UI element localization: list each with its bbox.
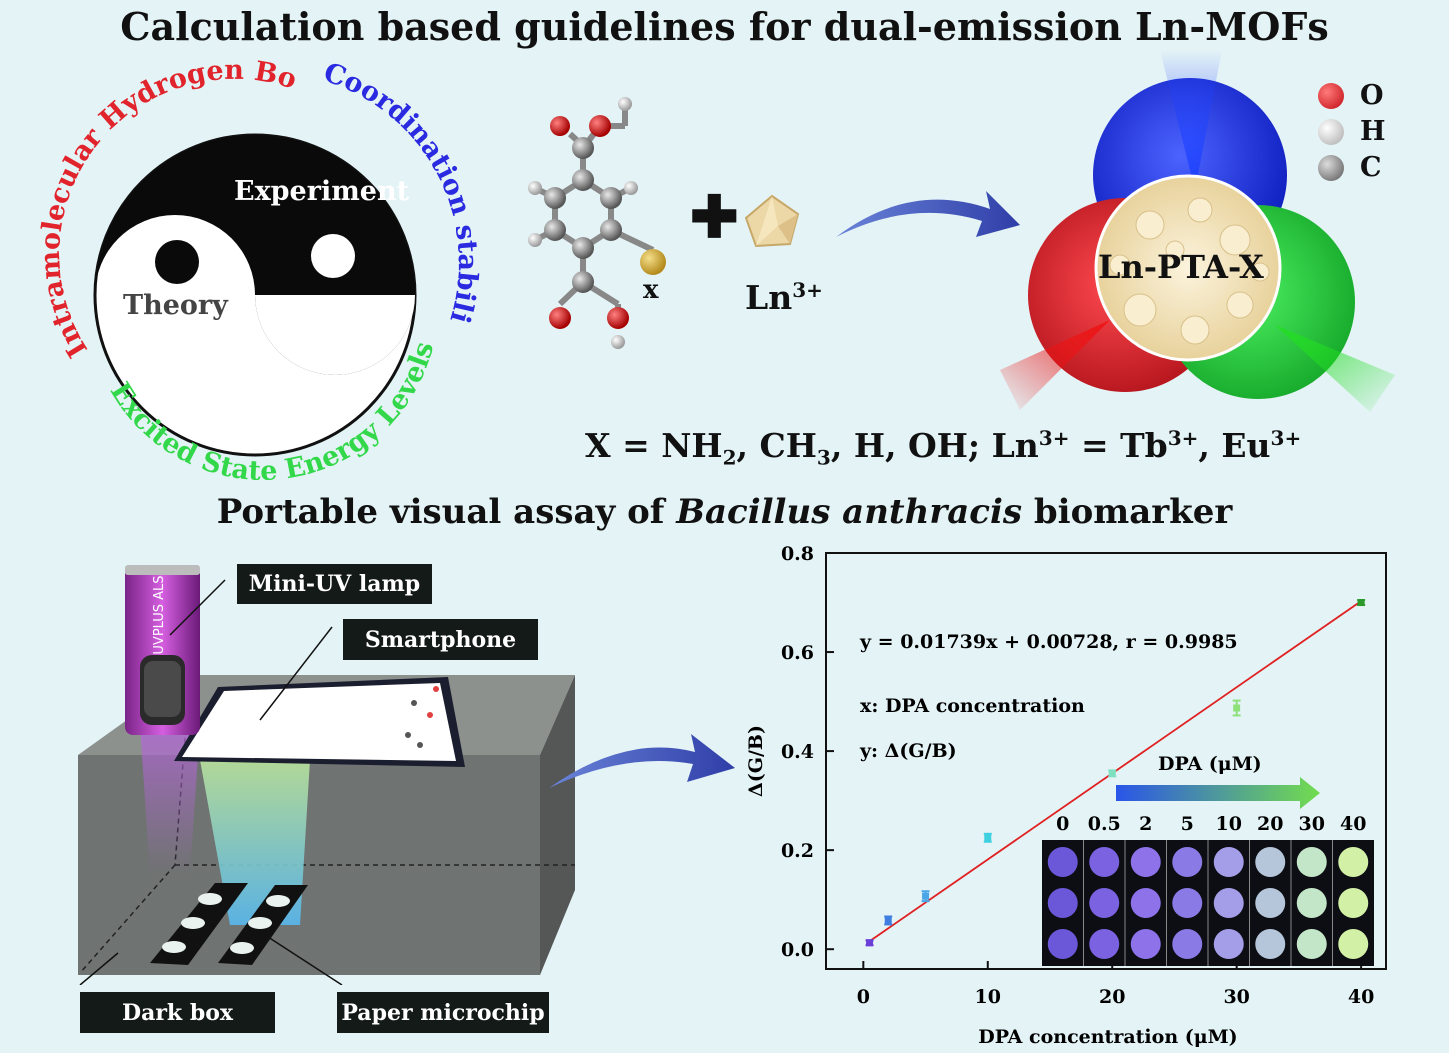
- x-tick-label: 0: [857, 986, 870, 1008]
- inset-spot: [1047, 888, 1078, 918]
- inset-spot: [1172, 888, 1203, 918]
- data-point: [1233, 704, 1241, 712]
- inset-column-label: 2: [1139, 813, 1152, 835]
- theory-label: Theory: [123, 290, 228, 321]
- inset-column-label: 10: [1216, 813, 1242, 835]
- yinyang-diagram: Intramolecular Hydrogen Bond Coordinatio…: [40, 50, 480, 480]
- bottom-title: Portable visual assay of Bacillus anthra…: [216, 492, 1233, 532]
- inset-spot: [1338, 929, 1369, 959]
- x-axis-label: DPA concentration (μM): [978, 1026, 1237, 1048]
- inset-spot: [1047, 847, 1078, 877]
- x-tick-label: 10: [975, 986, 1001, 1008]
- ln-mof-diagram: [1000, 50, 1395, 412]
- reaction-arrow: [836, 191, 1020, 237]
- data-point: [866, 939, 874, 947]
- inset-spot: [1172, 847, 1203, 877]
- mof-name-label: Ln-PTA-X: [1098, 248, 1264, 286]
- inset-spot: [1130, 929, 1161, 959]
- y-definition: y: Δ(G/B): [859, 740, 957, 762]
- svg-text:UVPLUS ALS: UVPLUS ALS: [152, 575, 167, 654]
- inset-spot: [1089, 929, 1120, 959]
- x-tick-label: 30: [1223, 986, 1249, 1008]
- oxygen-ball-icon: [1318, 82, 1344, 109]
- substituent-formula: X = NH2, CH3, H, OH; Ln3+ = Tb3+, Eu3+: [585, 426, 1302, 470]
- yinyang-light-dot: [311, 234, 355, 278]
- result-arrow: [549, 734, 735, 788]
- ln-polyhedron: [744, 194, 800, 248]
- dark-box-setup: UVPLUS ALS: [78, 565, 575, 985]
- inset-spot: [1047, 929, 1078, 959]
- inset-spot: [1172, 929, 1203, 959]
- y-tick-label: 0.8: [781, 543, 814, 565]
- x-substituent-label: x: [643, 275, 659, 305]
- inset-spot: [1296, 847, 1327, 877]
- atom-legend-c: C: [1318, 152, 1382, 183]
- y-tick-label: 0.6: [781, 642, 814, 664]
- experiment-label: Experiment: [234, 176, 410, 207]
- inset-spot: [1338, 847, 1369, 877]
- inset-spot: [1089, 847, 1120, 877]
- atom-legend-o: O: [1318, 80, 1384, 111]
- data-point: [984, 834, 992, 842]
- pta-molecule: [528, 97, 666, 349]
- dpa-arrow-label: DPA (μM): [1158, 753, 1262, 775]
- inset-spot: [1213, 847, 1244, 877]
- inset-spot: [1255, 888, 1286, 918]
- mini-uv-lamp-label: Mini-UV lamp: [237, 564, 432, 604]
- inset-spot: [1213, 888, 1244, 918]
- paper-microchip-label: Paper microchip: [337, 992, 549, 1033]
- y-axis-label: Δ(G/B): [745, 725, 767, 797]
- data-point: [884, 916, 892, 924]
- inset-spot: [1130, 888, 1161, 918]
- data-point: [922, 892, 930, 900]
- data-point: [1357, 599, 1365, 607]
- x-definition: x: DPA concentration: [860, 695, 1085, 717]
- ln-ion-label: Ln3+: [745, 278, 823, 317]
- smartphone-label: Smartphone: [343, 619, 538, 660]
- hydrogen-ball-icon: [1318, 118, 1344, 145]
- x-tick-label: 20: [1099, 986, 1125, 1008]
- inset-spot: [1130, 847, 1161, 877]
- inset-column-label: 5: [1181, 813, 1194, 835]
- plus-sign: ✚: [690, 183, 739, 251]
- dpa-gradient-arrow: [1116, 777, 1320, 809]
- plot-frame: [825, 552, 1387, 970]
- dark-box-label: Dark box: [80, 992, 275, 1033]
- y-tick-label: 0.0: [781, 939, 814, 961]
- inset-spot: [1296, 888, 1327, 918]
- inset-column-label: 30: [1299, 813, 1325, 835]
- fit-equation: y = 0.01739x + 0.00728, r = 0.9985: [859, 631, 1238, 653]
- y-tick-label: 0.4: [781, 741, 814, 763]
- inset-spot: [1296, 929, 1327, 959]
- inset-column-label: 0.5: [1088, 813, 1121, 835]
- inset-column-label: 20: [1257, 813, 1283, 835]
- inset-column-label: 40: [1340, 813, 1366, 835]
- inset-spot: [1089, 888, 1120, 918]
- carbon-ball-icon: [1318, 154, 1344, 181]
- inset-spot: [1255, 847, 1286, 877]
- data-point: [1108, 769, 1116, 777]
- inset-spot: [1338, 888, 1369, 918]
- x-tick-label: 40: [1348, 986, 1374, 1008]
- top-title: Calculation based guidelines for dual-em…: [120, 4, 1329, 49]
- y-tick-label: 0.2: [781, 840, 814, 862]
- yinyang-dark-dot: [155, 240, 199, 284]
- atom-legend-h: H: [1318, 116, 1386, 147]
- inset-spot: [1213, 929, 1244, 959]
- inset-spot: [1255, 929, 1286, 959]
- inset-column-label: 0: [1056, 813, 1069, 835]
